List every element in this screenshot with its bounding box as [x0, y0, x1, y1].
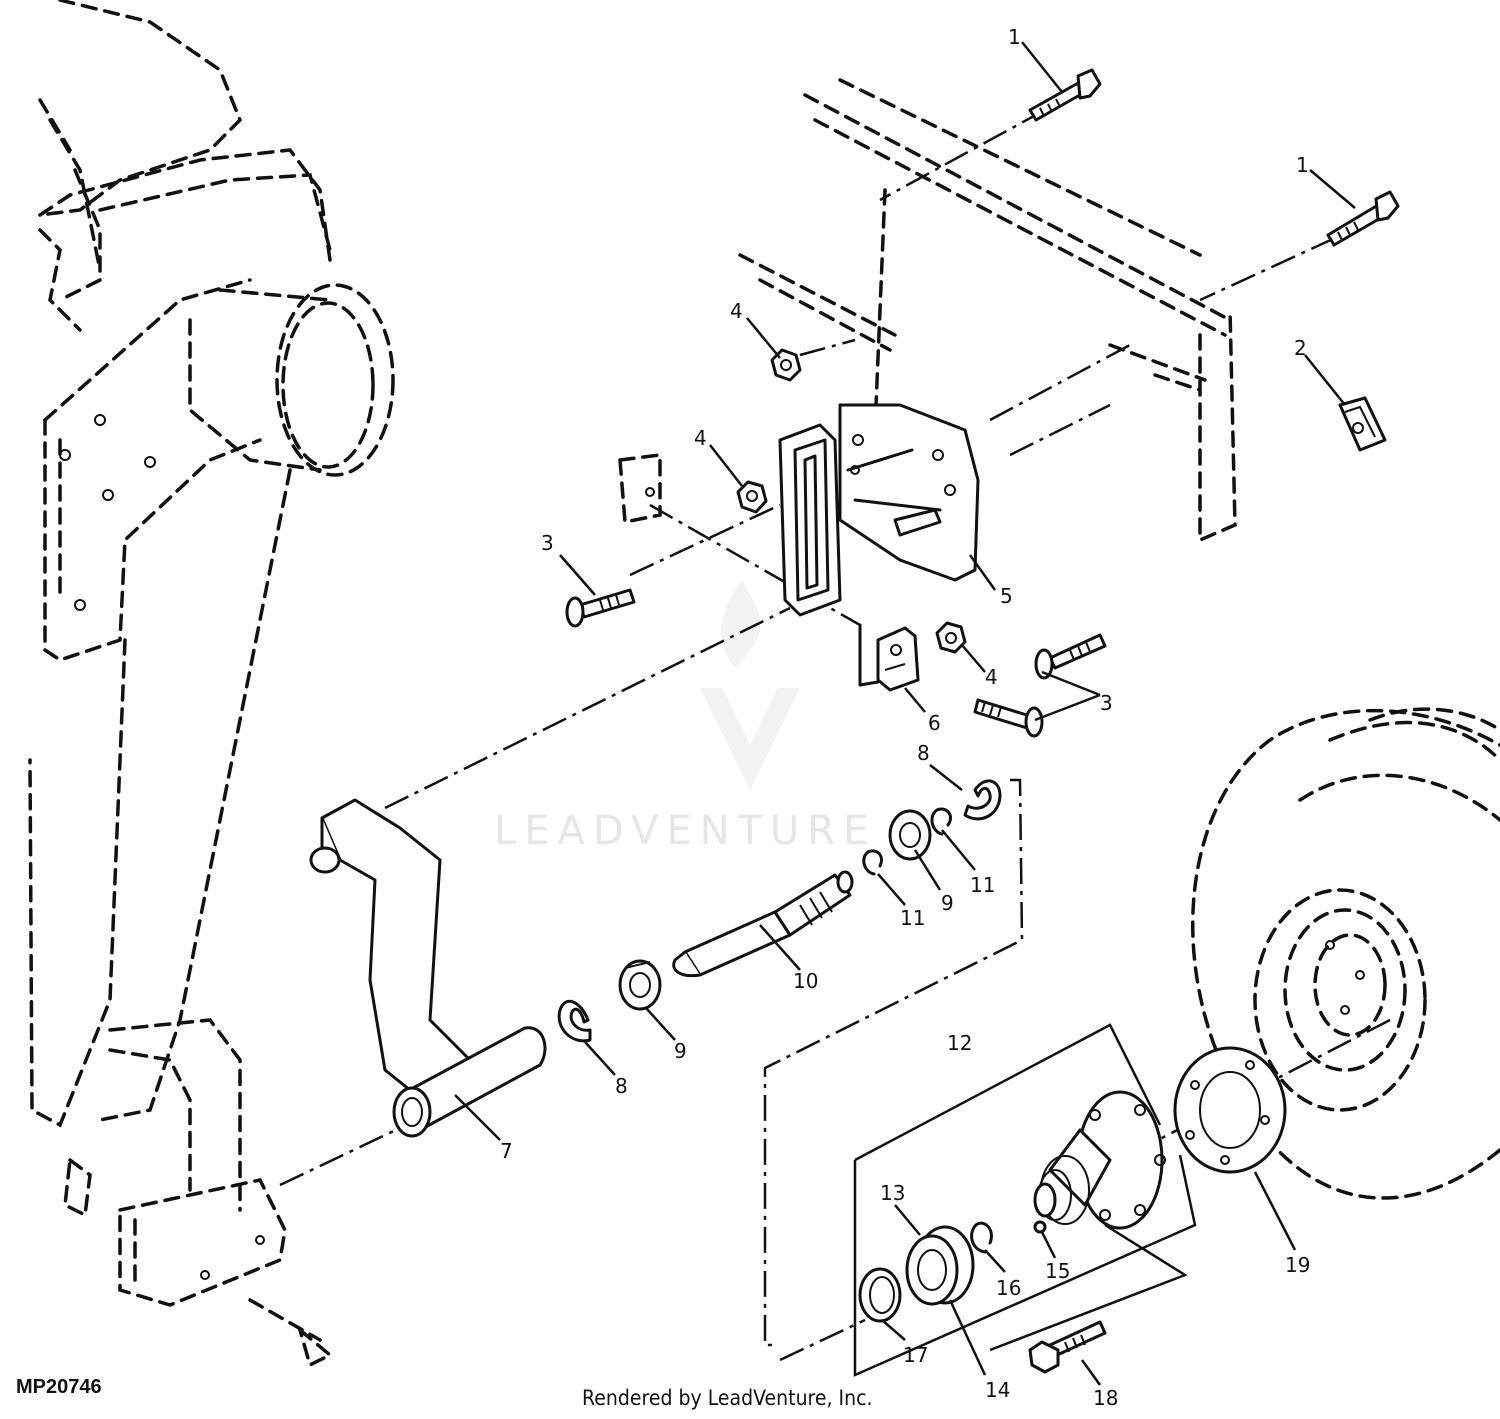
lower-bracket-outline — [63, 1156, 334, 1368]
callout-leaders — [454, 41, 1356, 1386]
callout-8-lower: 8 — [615, 1074, 628, 1098]
bolt-1-lower[interactable] — [1326, 190, 1400, 247]
bolt-1-upper[interactable] — [1028, 68, 1102, 122]
callout-3-right: 3 — [1100, 691, 1113, 715]
callout-14: 14 — [985, 1378, 1010, 1402]
callout-18: 18 — [1093, 1386, 1118, 1410]
retaining-ring-11-lower[interactable] — [862, 849, 883, 876]
render-credit: Rendered by LeadVenture, Inc. — [582, 1386, 873, 1410]
bearing-9-upper[interactable] — [888, 809, 932, 861]
square-nut-2[interactable] — [1338, 396, 1387, 452]
bolt-18[interactable] — [1028, 1320, 1107, 1374]
shaft-10[interactable] — [672, 870, 854, 978]
callout-11-upper: 11 — [970, 873, 995, 897]
hex-nut-4-middle[interactable] — [736, 480, 768, 514]
callout-labels: 1 1 2 3 3 4 4 4 5 6 7 8 8 9 9 10 11 11 1… — [500, 25, 1310, 1410]
callout-7: 7 — [500, 1139, 513, 1163]
carriage-bolt-3-left[interactable] — [565, 588, 636, 628]
carriage-bolt-3-right-lower[interactable] — [973, 698, 1044, 738]
callout-5: 5 — [1000, 584, 1013, 608]
pedal-guide-plate[interactable] — [778, 423, 842, 617]
carriage-bolt-3-right-upper[interactable] — [1034, 633, 1107, 680]
callout-10: 10 — [793, 969, 818, 993]
flange-19[interactable] — [1173, 1046, 1287, 1174]
figure-code: MP20746 — [16, 1376, 102, 1398]
frame-holes — [59, 414, 156, 611]
bushing-13[interactable] — [905, 1225, 975, 1306]
ball-15[interactable] — [1033, 1220, 1047, 1234]
mounting-panel-outline — [738, 78, 1237, 543]
hub-12[interactable] — [1033, 1090, 1166, 1230]
callout-8-upper: 8 — [917, 741, 930, 765]
callout-4-middle: 4 — [694, 426, 707, 450]
callout-4-lower: 4 — [985, 665, 998, 689]
tractor-frame-outline — [28, 0, 332, 1212]
axle-housing-outline — [188, 283, 395, 477]
callout-1-lower: 1 — [1296, 153, 1309, 177]
bearing-9-lower[interactable] — [618, 959, 662, 1011]
watermark-logo — [700, 580, 800, 790]
snap-ring-16[interactable] — [970, 1221, 993, 1254]
watermark-text: LEADVENTURE — [494, 808, 877, 854]
pedal-arm-7[interactable] — [309, 798, 547, 1138]
hex-nut-4-lower[interactable] — [935, 621, 967, 654]
callout-1-upper: 1 — [1008, 25, 1021, 49]
callout-9-lower: 9 — [674, 1039, 687, 1063]
callout-19: 19 — [1285, 1253, 1310, 1277]
callout-9-upper: 9 — [941, 891, 954, 915]
snap-ring-8-lower[interactable] — [557, 999, 592, 1043]
callout-16: 16 — [996, 1276, 1021, 1300]
callout-15: 15 — [1045, 1259, 1070, 1283]
hub-assembly-group-bracket — [853, 1023, 1197, 1377]
clip-dashed-6 — [618, 453, 662, 525]
callout-3-left: 3 — [541, 531, 554, 555]
retaining-ring-11-upper[interactable] — [930, 807, 952, 836]
wheel-outline — [1191, 707, 1500, 1200]
clip-ring-17[interactable] — [858, 1267, 902, 1323]
pedal-bracket-5[interactable] — [838, 403, 980, 582]
snap-ring-8-upper[interactable] — [963, 779, 1002, 821]
clip-plate-6[interactable] — [858, 623, 920, 692]
callout-12: 12 — [947, 1031, 972, 1055]
callout-17: 17 — [903, 1343, 928, 1367]
callout-6: 6 — [928, 711, 941, 735]
callout-2: 2 — [1294, 336, 1307, 360]
callout-11-lower: 11 — [900, 906, 925, 930]
callout-4-upper: 4 — [730, 299, 743, 323]
callout-13: 13 — [880, 1181, 905, 1205]
